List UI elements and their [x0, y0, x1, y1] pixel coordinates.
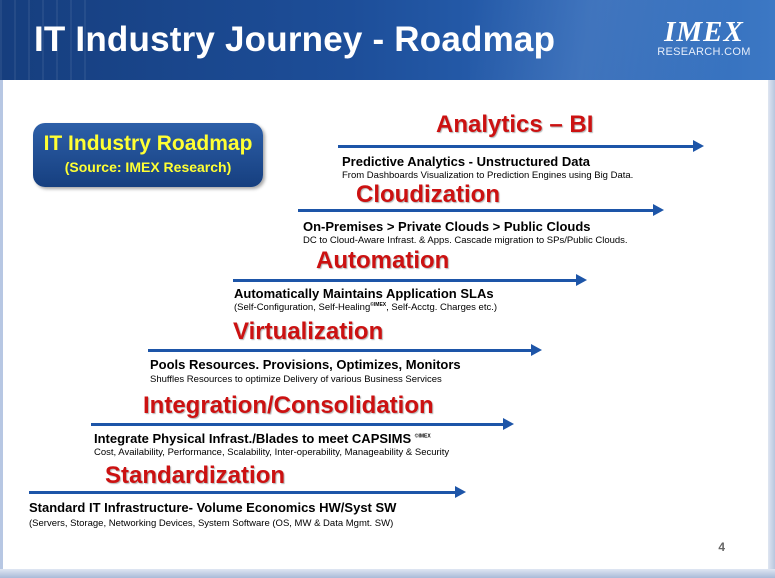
stage-line2-integration: Cost, Availability, Performance, Scalabi… — [94, 447, 450, 458]
stage-arrow-automation — [233, 274, 587, 286]
page-number: 4 — [718, 540, 725, 554]
stage-arrow-standardization — [29, 486, 466, 498]
imex-logo: IMEX RESEARCH.COM — [649, 18, 759, 59]
imex-mark: ©IMEX — [370, 302, 387, 308]
stage-title-integration: Integration/Consolidation — [143, 392, 434, 419]
header-bar: IT Industry Journey - Roadmap IMEX RESEA… — [0, 0, 775, 80]
stage-title-virtualization: Virtualization — [233, 318, 384, 345]
stage-title-automation: Automation — [316, 247, 450, 274]
left-border — [0, 80, 3, 578]
stage-line1-integration-text: Integrate Physical Infrast./Blades to me… — [94, 431, 412, 446]
logo-subtitle: RESEARCH.COM — [657, 46, 751, 58]
stage-line1-virtualization: Pools Resources. Provisions, Optimizes, … — [150, 357, 461, 372]
right-border — [768, 80, 775, 578]
stage-line1-cloudization: On-Premises > Private Clouds > Public Cl… — [303, 219, 591, 234]
stage-line2-standardization: (Servers, Storage, Networking Devices, S… — [29, 518, 394, 529]
stage-arrow-virtualization — [148, 344, 542, 356]
stage-title-standardization: Standardization — [105, 462, 286, 489]
stage-line1-standardization: Standard IT Infrastructure- Volume Econo… — [29, 500, 397, 515]
stage-line2-automation-b: , Self-Acctg. Charges etc.) — [386, 302, 498, 314]
page-title: IT Industry Journey - Roadmap — [34, 20, 556, 59]
imex-mark: ©IMEX — [414, 433, 431, 440]
stage-title-analytics: Analytics – BI — [436, 111, 594, 138]
header-pattern — [0, 0, 90, 80]
stage-line2-cloudization: DC to Cloud-Aware Infrast. & Apps. Casca… — [303, 235, 628, 246]
stage-line1-automation: Automatically Maintains Application SLAs — [234, 286, 494, 301]
stage-line2-automation-a: (Self-Configuration, Self-Healing — [234, 302, 371, 314]
stage-line1-analytics: Predictive Analytics - Unstructured Data — [342, 154, 591, 169]
logo-mark: IMEX — [664, 16, 744, 48]
stage-arrow-integration — [91, 418, 514, 430]
badge-title: IT Industry Roadmap — [43, 132, 253, 155]
roadmap-badge: IT Industry Roadmap (Source: IMEX Resear… — [33, 123, 263, 187]
stage-arrow-analytics — [338, 140, 704, 152]
stage-line1-integration: Integrate Physical Infrast./Blades to me… — [94, 431, 431, 446]
stage-arrow-cloudization — [298, 204, 664, 216]
badge-source: (Source: IMEX Research) — [64, 159, 232, 175]
header-highlight — [470, 0, 730, 80]
bottom-border — [0, 569, 775, 578]
stage-title-cloudization: Cloudization — [356, 181, 500, 208]
stage-line2-automation: (Self-Configuration, Self-Healing©IMEX, … — [234, 302, 497, 313]
stage-line2-virtualization: Shuffles Resources to optimize Delivery … — [150, 374, 442, 385]
stage-line2-analytics: From Dashboards Visualization to Predict… — [342, 170, 634, 181]
